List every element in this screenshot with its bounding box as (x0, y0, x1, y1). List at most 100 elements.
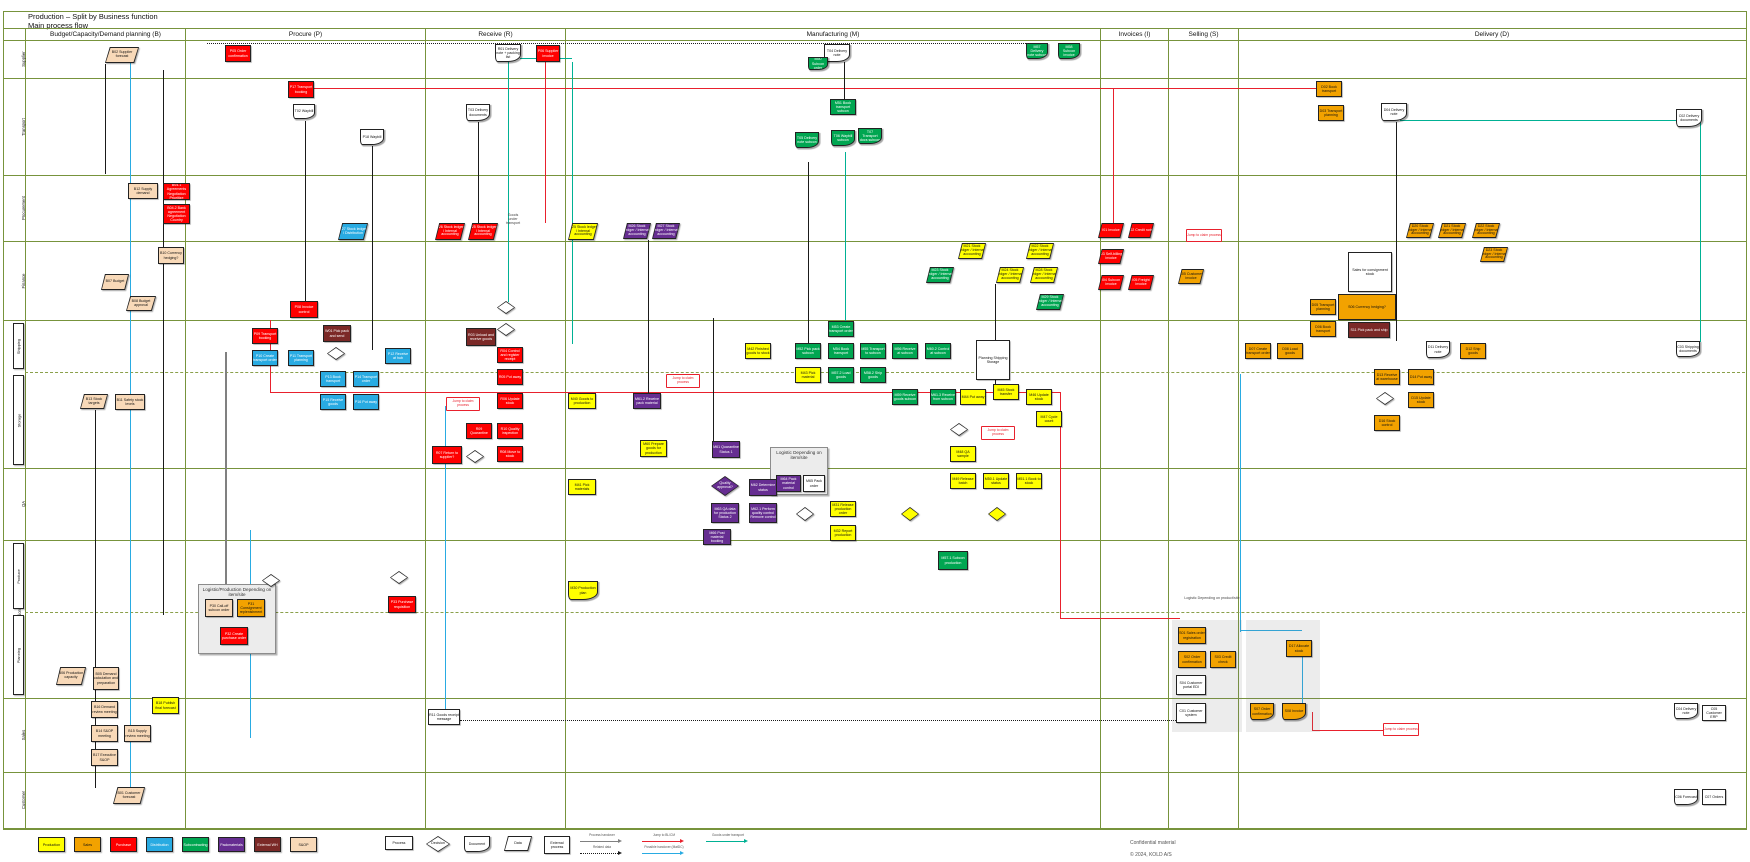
legend-chip-sales: Sales (74, 837, 101, 852)
data-node-m26-stock-ledger-internal-accounting: M26 Stock ledger / Internal accounting (623, 223, 651, 239)
connector-red (270, 392, 1060, 393)
legend-line-label: Process handover (589, 833, 615, 837)
data-node-b07-budget: B07 Budget (101, 274, 129, 290)
shape-fill (797, 508, 813, 520)
process-node-b15-supply-review-meeting: B15 Supply review meeting (124, 725, 151, 742)
process-node-s11-pick-pack-and-ship: S11 Pick pack and ship (1348, 322, 1390, 338)
process-node-r08-move-to-stock: R08 Move to stock (497, 446, 523, 462)
process-node-m43-pick-material: M43 Pick material (795, 367, 821, 383)
data-node-i03-self-billing-invoice: I03 Self-billing invoice (1098, 249, 1124, 264)
process-node-s01-sales-order-registration: S01 Sales order registration (1178, 627, 1206, 644)
process-node-p05-order-confirmation: P05 Order confirmation (225, 45, 251, 62)
shape-fill: Quality approval? (712, 477, 738, 495)
title-line2: Main process flow (28, 20, 89, 30)
copyright-note: © 2024, KOLD A/S (1130, 852, 1172, 858)
shape-fill: I04 Subcon invoice (1099, 276, 1123, 289)
legend-line-gray (580, 841, 618, 842)
process-node-m54-book-transport: M54 Book transport (828, 343, 854, 359)
data-node-d20-stock-ledger-internal-accounting: D20 Stock ledger / Internal accounting (1406, 223, 1434, 238)
process-node-d16-stock-control: D16 Stock control (1374, 415, 1400, 431)
process-node-p10-create-transport-order: P10 Create transport order (252, 350, 278, 366)
process-node-d14-put-away: D14 Put away (1408, 369, 1434, 385)
decision-node-shape (950, 423, 968, 436)
row-divider (3, 698, 1747, 700)
process-node-p33-purchase-requisition: P33 Purchase requisition (388, 596, 416, 613)
connector-red (1312, 712, 1313, 730)
process-node-s03-credit-check: S03 Credit check (1210, 651, 1236, 668)
shape-fill: D20 Stock ledger / Internal accounting (1407, 224, 1433, 237)
process-node-m51-1-book-to-stock: M51.1 Book to stock (1016, 473, 1042, 489)
external-process-node-c05-customer-erp: C05 Customer ERP (1702, 705, 1726, 721)
connector-black (372, 146, 373, 350)
shape-fill: B13 Stock targets (81, 395, 107, 408)
shape-fill: I03 Self-billing invoice (1099, 250, 1123, 263)
process-node-p12-receive-at-hub: P12 Receive at hub (385, 348, 411, 364)
shape-fill: P26 Stock ledger / Internal accounting (436, 224, 464, 239)
process-node-m62-determine-status: M62 Determine status (749, 479, 777, 496)
document-node-p18-waybill: P18 Waybill (360, 129, 384, 145)
column-header-label: Selling (S) (1188, 30, 1219, 38)
process-node-m61-3-receive-from-subcon: M61.3 Receive from subcon (930, 389, 956, 405)
legend-arrowhead (744, 838, 748, 843)
column-header-label: Manufacturing (M) (806, 30, 860, 38)
connector-cyan (130, 63, 131, 788)
document-node-d11-delivery-note: D11 Delivery note (1426, 341, 1450, 358)
jump-note: Jump to claim process (1383, 723, 1419, 736)
legend-line-teal (706, 841, 744, 842)
data-node-s05-customer-invoice: S05 Customer invoice (1178, 269, 1204, 284)
process-node-p31-consignment-replenishment: P31 Consignment replenishment (237, 599, 265, 617)
shape-fill: I01 Invoice (1099, 224, 1123, 237)
connector-black (1396, 122, 1397, 341)
connector-black (808, 162, 809, 344)
data-node-b06-production-capacity: B06 Production capacity (56, 667, 86, 685)
legend-arrowhead (680, 850, 684, 855)
column-header-4: Manufacturing (M) (565, 28, 1100, 40)
process-node-b11-safety-stock-levels: B11 Safety stock levels (115, 394, 145, 410)
annotation-logistic-depending-on-product-site: Logistic Depending on product/site (1184, 596, 1240, 600)
column-header-7: Delivery (D) (1238, 28, 1745, 40)
legend-line-label: Possible handover (MatDC) (644, 845, 684, 849)
data-node-d21-stock-ledger-internal-accounting: D21 Stock ledger / Internal accounting (1438, 223, 1466, 238)
shape-fill: M27 Stock ledger / Internal accounting (653, 224, 679, 238)
document-node-t05-delivery-note-subcon: T05 Delivery note subcon (795, 132, 819, 148)
process-node-p09-transport-booking: P09 Transport booking (252, 328, 278, 344)
process-node-planning-shipping-storage: Planning Shipping Storage (976, 340, 1010, 380)
document-node-m50-subcon-order: M50 Subcon order (808, 57, 828, 70)
connector-black (95, 410, 96, 788)
process-node-m61-quarantine-status-1: M61 Quarantine Status 1 (712, 441, 740, 458)
data-node-i02-credit-note: I02 Credit note (1128, 223, 1154, 238)
process-node-p17-transport-booking: P17 Transport booking (288, 81, 314, 98)
row-label-supplier: Supplier (21, 51, 26, 67)
shape-fill: S05 Customer invoice (1179, 270, 1203, 283)
row-divider (3, 78, 1747, 80)
process-node-r03-unload-and-receive-goods: R03 Unload and receive goods (466, 328, 496, 346)
shape-fill: M22 Stock ledger / Internal accounting (1027, 244, 1053, 258)
row-label-qa: QA (21, 500, 26, 508)
connector-teal (572, 62, 573, 344)
shape-fill: M24 Stock ledger / Internal accounting (997, 268, 1023, 282)
process-node-b16-demand-review-meeting: B16 Demand review meeting (91, 701, 118, 718)
data-node-p27-stock-ledger-distribution: P27 Stock ledger / Distribution (338, 223, 368, 240)
shape-fill (391, 572, 407, 583)
process-node-m41-pick-materials: M41 Pick materials (568, 479, 596, 495)
legend-chip-production: Production (38, 837, 65, 852)
process-node-d13-receive-at-warehouse: D13 Receive at warehouse (1374, 369, 1400, 385)
process-node-b04-1-agreements-negotiation-prioritize: B04.1 Agreements Negotiation Prioritize (163, 183, 190, 200)
process-node-m42-finished-goods-to-stock: M42 Finished goods to stock (745, 343, 771, 359)
legend-chip-distribution: Distribution (146, 837, 173, 852)
process-node-m48-qa-sample: M48 QA sample (950, 446, 976, 462)
connector-black (995, 284, 996, 384)
decision-node-shape (466, 450, 484, 463)
process-node-m55-transport-to-subcon: M55 Transport to subcon (860, 343, 886, 359)
process-node-m44-put-away: M44 Put away (960, 389, 986, 405)
data-node-i05-freight-invoice: I05 Freight invoice (1128, 275, 1154, 290)
connector-red (545, 62, 546, 223)
document-node-t04-delivery-note: T04 Delivery note (824, 44, 850, 62)
shape-fill: B01 Customer forecast (114, 788, 144, 803)
row-divider (3, 320, 1747, 322)
shape-fill: Decision (427, 837, 449, 851)
process-node-b12-supply-demand: B12 Supply demand (128, 183, 158, 199)
shape-fill: B02 Supplier forecast (106, 48, 138, 62)
document-node-r01-delivery-note-packing-list: R01 Delivery note + packing list (495, 44, 521, 62)
connector-teal (1700, 120, 1701, 342)
